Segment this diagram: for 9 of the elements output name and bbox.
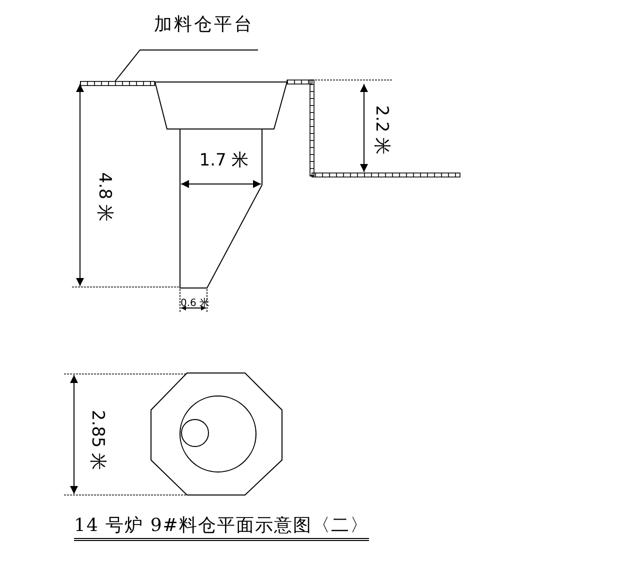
dimension-label: 4.8 米 (96, 172, 112, 222)
dimension-label: 2.85 米 (88, 410, 106, 470)
platform-label: 加料仓平台 (154, 13, 254, 36)
dimension-label: 1.7 米 (199, 152, 249, 170)
dimension-label: 0.6 米 (180, 299, 210, 309)
leader-line (114, 50, 258, 82)
dimension-label: 2.2 米 (372, 105, 390, 155)
caption: 14 号炉 9#料仓平面示意图〈二〉 (74, 513, 369, 541)
platform-bar (80, 81, 155, 86)
